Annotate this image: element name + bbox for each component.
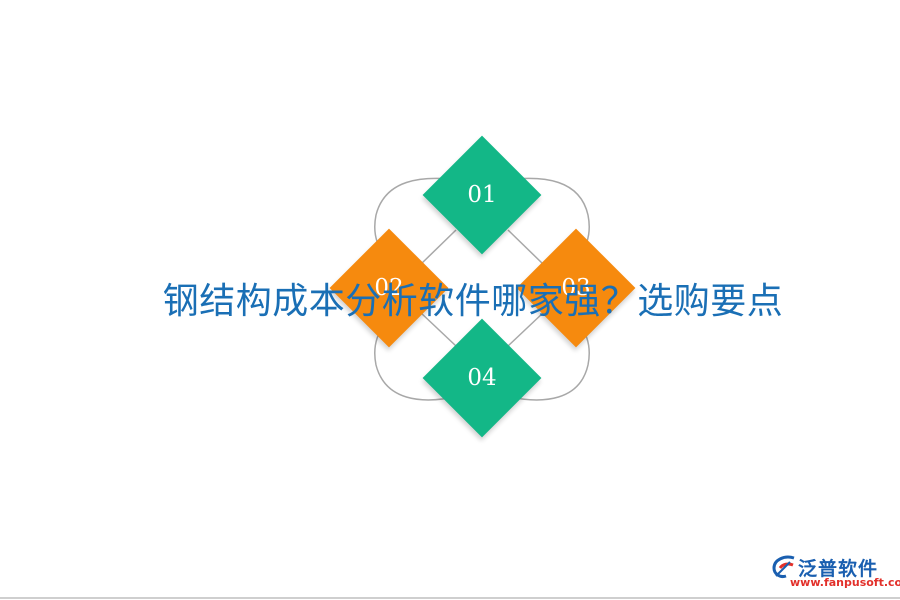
page-title: 钢结构成本分析软件哪家强？选购要点: [162, 281, 784, 322]
logo-url: www.fanpusoft.com: [790, 576, 900, 589]
diamond-label-04: 04: [467, 365, 497, 391]
diamond-label-03: 03: [561, 275, 591, 301]
brand-logo: 泛普软件 www.fanpusoft.com: [768, 552, 900, 592]
bottom-divider: [0, 597, 900, 599]
fanpu-logo-icon: [772, 555, 795, 578]
diamond-label-01: 01: [467, 182, 497, 208]
logo-name: 泛普软件: [798, 558, 879, 580]
diamond-label-02: 02: [374, 275, 404, 301]
